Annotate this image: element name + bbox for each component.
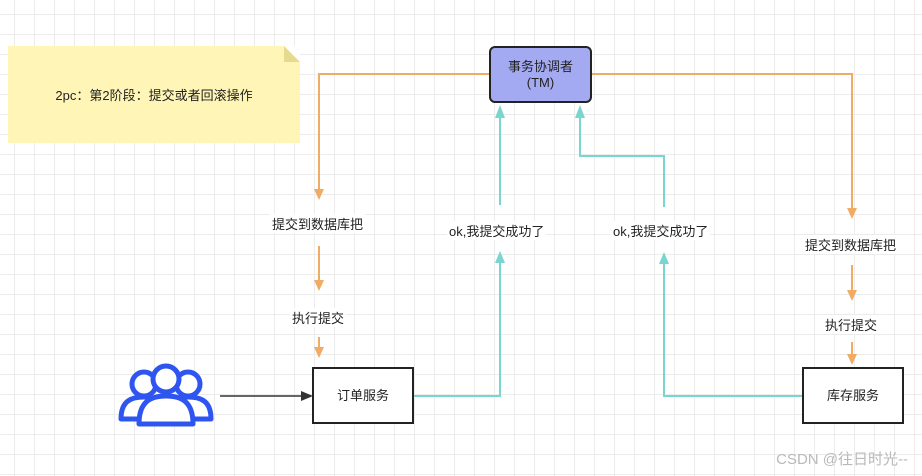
edge-label-execute-left: 执行提交 xyxy=(290,308,347,327)
stock-service-label: 库存服务 xyxy=(826,387,879,403)
ack-line-from-order xyxy=(414,262,501,397)
commit-line-to-order xyxy=(318,73,489,190)
coordinator-box[interactable]: 事务协调者 (TM) xyxy=(489,46,592,103)
edge-label-commit-right: 提交到数据库把 xyxy=(803,235,899,254)
sticky-note-fold xyxy=(284,46,300,62)
commit-line-to-stock xyxy=(592,73,853,209)
ack-line-from-stock xyxy=(663,263,802,397)
ack-line-right-2 xyxy=(579,117,665,207)
stock-service-box[interactable]: 库存服务 xyxy=(802,367,904,424)
ack-arrowhead-left-1 xyxy=(495,251,505,263)
commit-arrowhead-left-2 xyxy=(314,280,324,291)
commit-arrowhead-left-3 xyxy=(314,347,324,358)
sticky-note-text: 2pc：第2阶段：提交或者回滚操作 xyxy=(55,88,253,103)
ack-arrowhead-right-2 xyxy=(575,105,585,118)
commit-arrowhead-right-3 xyxy=(847,354,857,365)
ack-arrowhead-right-1 xyxy=(659,252,669,264)
sticky-note xyxy=(8,46,300,143)
edge-label-ok-left: ok,我提交成功了 xyxy=(447,221,547,240)
coordinator-subtitle: (TM) xyxy=(526,74,555,90)
commit-arrowhead-right-2 xyxy=(847,290,857,301)
order-service-label: 订单服务 xyxy=(336,387,389,403)
edge-label-commit-left: 提交到数据库把 xyxy=(270,214,366,233)
edge-label-ok-right: ok,我提交成功了 xyxy=(611,221,711,240)
users-group-icon xyxy=(118,363,214,427)
watermark: CSDN @往日时光-- xyxy=(776,451,908,468)
user-arrowhead xyxy=(301,391,313,401)
ack-arrowhead-left-2 xyxy=(495,105,505,118)
edge-label-execute-right: 执行提交 xyxy=(823,315,880,334)
commit-arrowhead-right-1 xyxy=(847,208,857,219)
commit-arrowhead-left-1 xyxy=(314,189,324,200)
coordinator-title: 事务协调者 xyxy=(507,58,573,74)
order-service-box[interactable]: 订单服务 xyxy=(312,367,414,424)
